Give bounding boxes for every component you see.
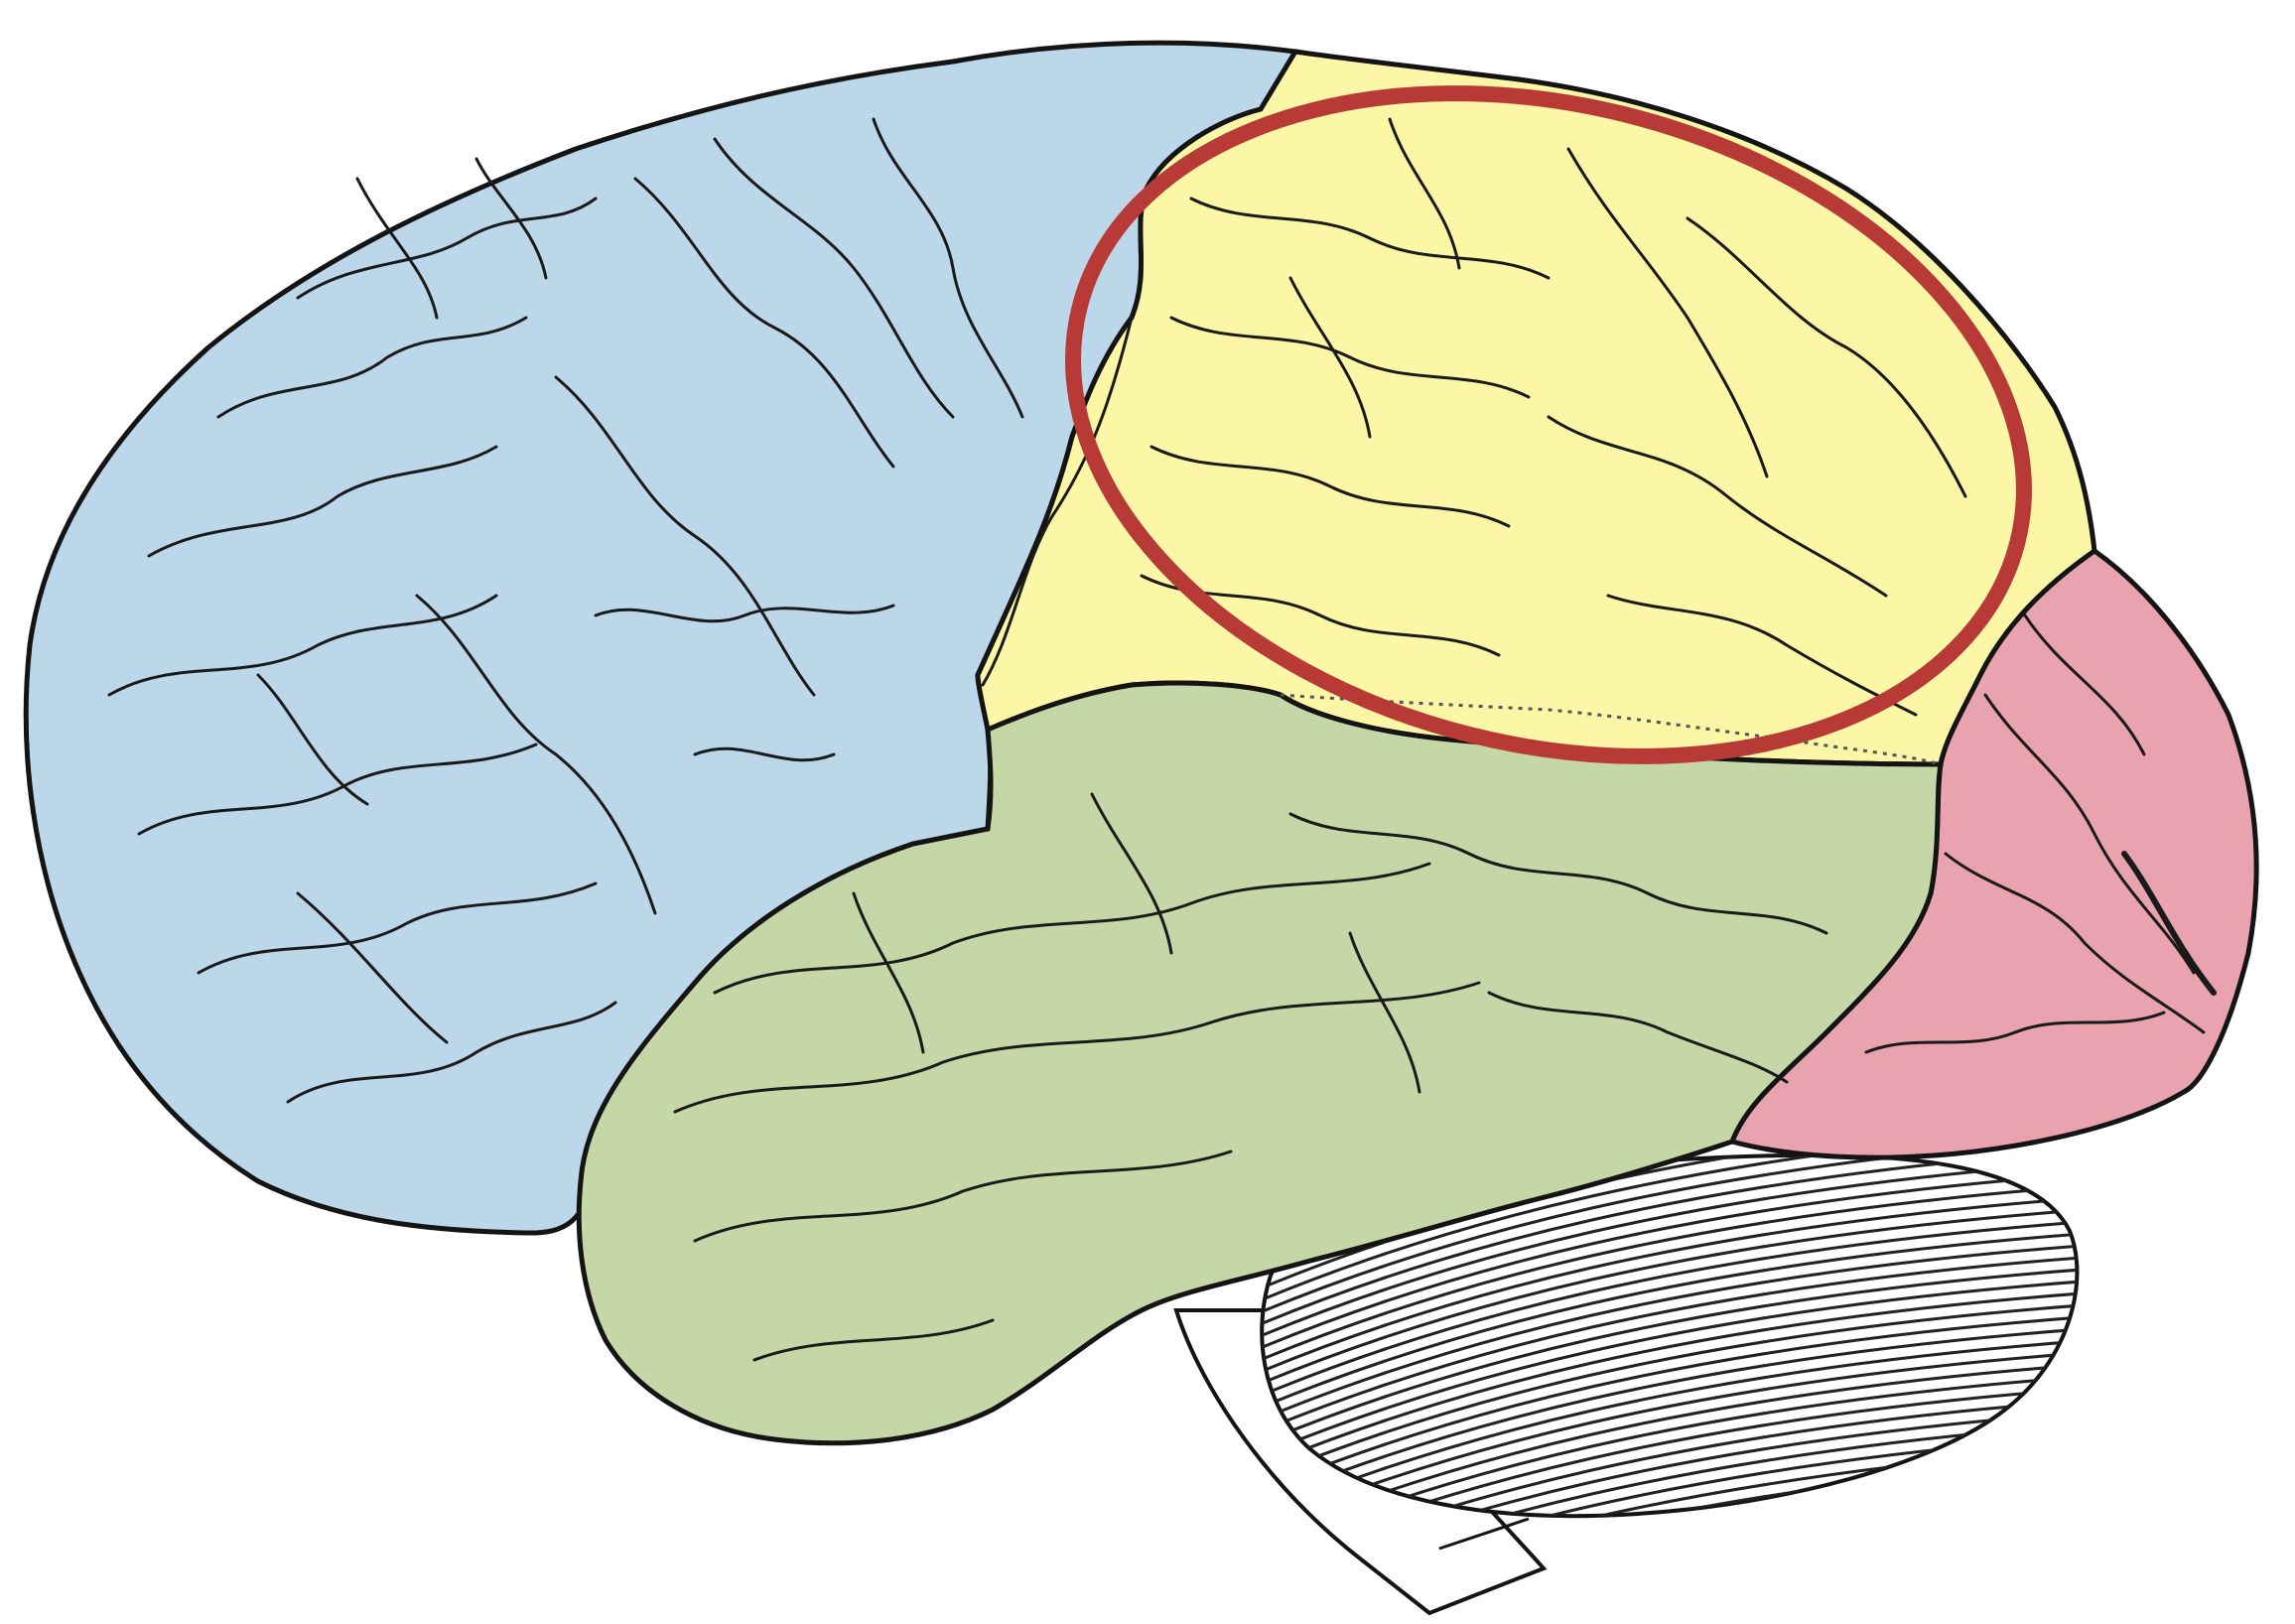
cerebellum-folium bbox=[1262, 1219, 2078, 1402]
cerebellum-folium bbox=[1262, 1421, 2078, 1517]
cerebellum-folium bbox=[1262, 1386, 2078, 1517]
cerebellum-folium bbox=[1262, 1302, 2078, 1485]
occipital-lobe bbox=[1728, 547, 2259, 1160]
brainstem-band bbox=[1438, 1517, 1530, 1551]
cerebellum-folium bbox=[1262, 1374, 2078, 1517]
cerebellum-folium bbox=[1262, 1159, 2078, 1342]
cerebellum-folium bbox=[1262, 1171, 2078, 1354]
cerebellum-folium bbox=[1262, 1279, 2078, 1461]
temporal-lobe bbox=[576, 680, 1944, 1446]
cerebellum-folium bbox=[1262, 1290, 2078, 1473]
cortical-sulci bbox=[107, 117, 2217, 1362]
cerebellum-folium bbox=[1262, 1314, 2078, 1497]
cerebellum-folium bbox=[1262, 1207, 2078, 1390]
cerebellum-folium bbox=[1262, 1231, 2078, 1414]
cerebellum-folium bbox=[1262, 1154, 2078, 1318]
cerebellum-folium bbox=[1262, 1154, 2078, 1330]
cerebellum-folium bbox=[1262, 1433, 2078, 1517]
cerebellum-folium bbox=[1262, 1243, 2078, 1425]
cerebellum-folium bbox=[1262, 1154, 2078, 1306]
cerebellum-folium bbox=[1262, 1183, 2078, 1366]
parietal-highlight-ellipse bbox=[1065, 85, 2032, 764]
cerebellum-folium bbox=[1262, 1255, 2078, 1437]
cerebellum-folium bbox=[1262, 1398, 2078, 1517]
cerebellum-folium bbox=[1262, 1267, 2078, 1449]
cerebellum-folium bbox=[1262, 1410, 2078, 1517]
cerebellum-folium bbox=[1262, 1195, 2078, 1378]
